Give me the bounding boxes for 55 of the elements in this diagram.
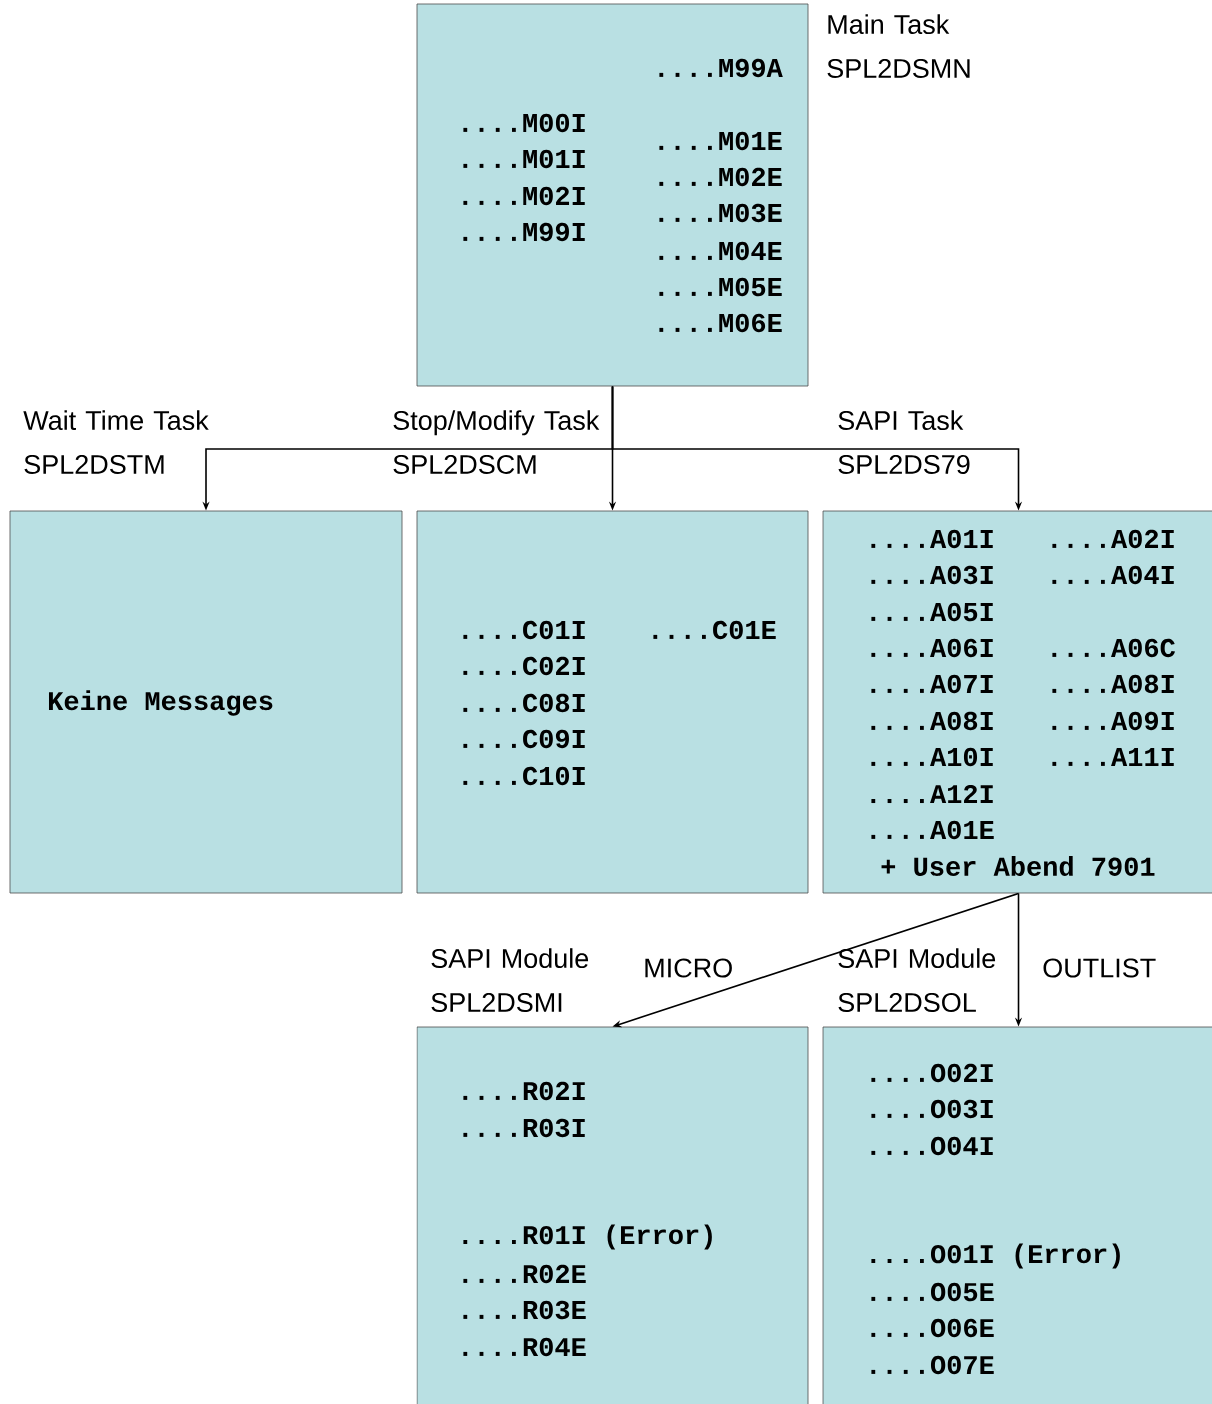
message-code: ....M06E: [659, 313, 782, 333]
message-code: ....M05E: [659, 277, 782, 297]
message-code: ....R02E: [463, 1264, 586, 1284]
task-heading: Stop/Modify Task SPL2DSCM: [393, 410, 600, 475]
message-code: ....O07E: [871, 1355, 994, 1375]
task-heading: SAPI Task SPL2DS79: [838, 410, 970, 475]
message-code: ....R01I (Error): [463, 1224, 712, 1250]
message-code: ....R03E: [463, 1300, 586, 1320]
message-code: ....A06C: [1052, 638, 1176, 658]
message-code: ....A12I: [871, 784, 993, 804]
message-code: ....C01I: [463, 620, 585, 640]
message-code: ....R02I: [463, 1081, 585, 1101]
message-code: ....A06I: [871, 638, 993, 658]
message-code: ....M00I: [463, 113, 585, 133]
edge-label: MICRO: [641, 956, 736, 980]
message-code: ....A02I: [1052, 529, 1174, 549]
message-code: ....O02I: [871, 1063, 993, 1083]
message-code: ....A08I: [871, 711, 993, 731]
message-code: ....C09I: [463, 729, 585, 749]
task-heading: SAPI Module SPL2DSOL: [838, 948, 996, 1013]
message-code: ....M03E: [659, 203, 782, 223]
message-code: ....A08I: [1052, 674, 1174, 694]
message-code: ....M04E: [659, 241, 782, 261]
message-code: + User Abend 7901: [881, 856, 1155, 876]
message-code: ....A05I: [871, 602, 993, 622]
message-code: ....M02I: [463, 186, 585, 206]
message-code: ....O04I: [871, 1136, 993, 1156]
message-code: ....O01I (Error): [871, 1243, 1120, 1269]
message-code: ....A01E: [871, 820, 994, 840]
message-code: ....A04I: [1052, 565, 1174, 585]
message-code: ....M01I: [463, 149, 585, 169]
message-code: ....A11I: [1052, 748, 1174, 766]
message-code: ....A10I: [871, 747, 993, 767]
message-code: ....R04E: [463, 1337, 586, 1357]
message-code: Keine Messages: [49, 690, 273, 716]
message-code: ....M99A: [659, 58, 783, 78]
message-code: ....R03I: [463, 1118, 585, 1138]
message-code: ....M99I: [463, 222, 585, 242]
task-heading: Main Task SPL2DSMN: [827, 14, 970, 79]
message-code: ....C10I: [463, 766, 585, 786]
message-code: ....O03I: [871, 1099, 993, 1119]
message-code: ....A01I: [871, 529, 993, 549]
message-code: ....A03I: [871, 565, 993, 585]
task-heading: SAPI Module SPL2DSMI: [431, 948, 589, 1013]
message-code: ....A09I: [1052, 711, 1174, 731]
edge-label: OUTLIST: [1040, 956, 1159, 980]
message-code: ....M02E: [659, 167, 782, 187]
task-heading: Wait Time Task SPL2DSTM: [23, 410, 209, 475]
message-code: ....A07I: [871, 674, 993, 694]
message-code: ....O06E: [871, 1318, 994, 1338]
message-code: ....M01E: [659, 131, 782, 151]
message-code: ....C01E: [653, 620, 776, 640]
message-code: ....C08I: [463, 693, 585, 713]
message-code: ....O05E: [871, 1282, 994, 1302]
message-code: ....C02I: [463, 656, 585, 676]
